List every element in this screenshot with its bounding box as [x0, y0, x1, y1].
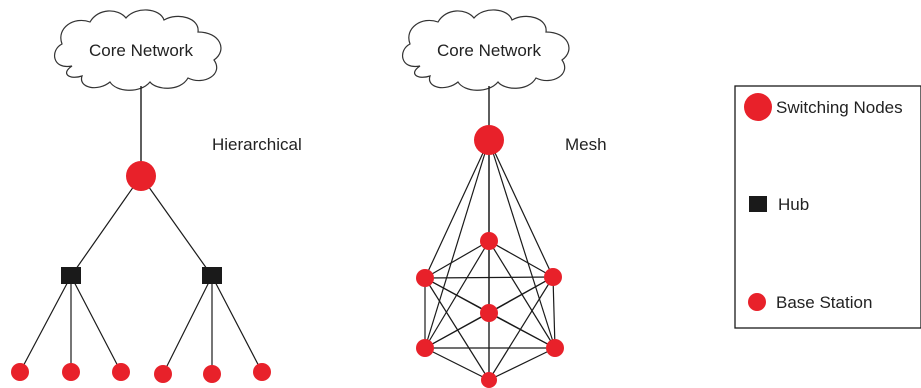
hub-base-station-link: [70, 275, 122, 373]
switch-hub-link: [140, 175, 213, 277]
mesh-link: [488, 139, 554, 278]
legend-hub-label: Hub: [778, 195, 809, 214]
hierarchical-label: Hierarchical: [212, 135, 302, 154]
hierarchical-topology: Core Network Hierarchical: [11, 9, 302, 383]
base-station: [480, 304, 498, 322]
mesh-link: [424, 347, 490, 381]
base-station: [253, 363, 271, 381]
hub-legend-icon: [749, 196, 767, 212]
switching-node: [474, 125, 504, 155]
base-station: [416, 269, 434, 287]
mesh-link: [424, 312, 490, 349]
legend-base-station-label: Base Station: [776, 293, 872, 312]
mesh-link: [552, 276, 556, 349]
core-network-label: Core Network: [89, 41, 193, 60]
mesh-link: [488, 276, 554, 381]
mesh-link: [488, 139, 556, 349]
hub: [202, 267, 222, 284]
cloud-icon: [402, 9, 570, 91]
base-station: [154, 365, 172, 383]
switching-node-legend-icon: [744, 93, 772, 121]
mesh-label: Mesh: [565, 135, 607, 154]
hub-base-station-link: [162, 275, 213, 375]
legend: Switching Nodes Hub Base Station: [734, 85, 921, 329]
hierarchical-core-network-cloud: Core Network: [54, 9, 222, 91]
base-station: [546, 339, 564, 357]
switch-hub-link: [70, 175, 142, 277]
mesh-link: [488, 347, 556, 381]
base-station: [203, 365, 221, 383]
core-network-label: Core Network: [437, 41, 541, 60]
mesh-link: [424, 277, 490, 381]
hub: [61, 267, 81, 284]
mesh-link: [424, 240, 490, 349]
mesh-topology: Core Network: [402, 9, 607, 388]
base-station: [544, 268, 562, 286]
hub-base-station-link: [211, 275, 263, 373]
base-station-legend-icon: [748, 293, 766, 311]
base-station: [11, 363, 29, 381]
base-station: [481, 372, 497, 388]
base-station: [112, 363, 130, 381]
mesh-link: [488, 240, 554, 278]
mesh-link: [488, 312, 556, 349]
base-station: [480, 232, 498, 250]
legend-switching-nodes-label: Switching Nodes: [776, 98, 903, 117]
mesh-link: [424, 240, 490, 279]
base-station: [62, 363, 80, 381]
mesh-link: [424, 139, 490, 279]
cloud-icon: [54, 9, 222, 91]
mesh-link: [424, 139, 490, 349]
base-station: [416, 339, 434, 357]
hub-base-station-link: [19, 275, 72, 373]
mesh-core-network-cloud: Core Network: [402, 9, 570, 91]
mesh-link: [424, 276, 554, 279]
switching-node: [126, 161, 156, 191]
